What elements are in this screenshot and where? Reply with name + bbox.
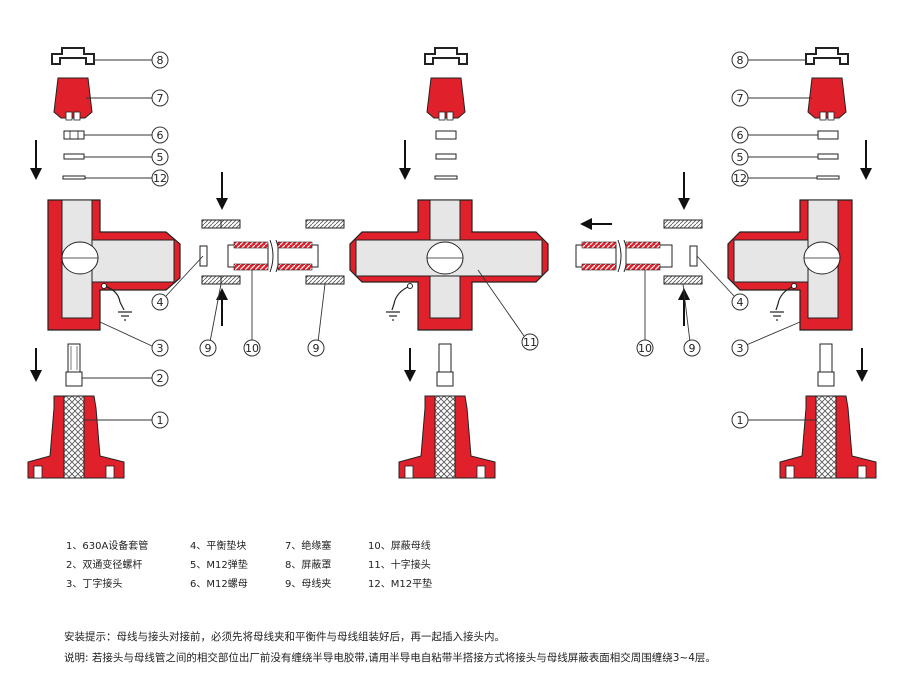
callout-circles: 8 7 6 5 12 3 2 1 4 9 10 9 11 10 9 4 3 8 … bbox=[151, 51, 749, 429]
svg-text:4: 4 bbox=[737, 296, 744, 309]
svg-text:10: 10 bbox=[638, 342, 652, 355]
svg-text:6: 6 bbox=[157, 129, 164, 142]
callout-3-left: 3 bbox=[151, 339, 169, 357]
right-center-parts bbox=[575, 172, 703, 326]
callout-5-right: 5 bbox=[731, 148, 749, 166]
callout-11: 11 bbox=[521, 333, 539, 351]
callout-2-left: 2 bbox=[151, 369, 169, 387]
callout-7-left: 7 bbox=[151, 89, 169, 107]
legend-item: 2、双通变径螺杆 bbox=[66, 560, 143, 571]
callout-8-right: 8 bbox=[731, 51, 749, 69]
callout-12-left: 12 bbox=[151, 169, 169, 187]
assembly-diagram: 8 7 6 5 12 3 2 1 4 9 10 9 11 10 9 4 3 8 … bbox=[27, 47, 877, 479]
svg-text:3: 3 bbox=[157, 342, 164, 355]
svg-text:1: 1 bbox=[157, 414, 164, 427]
legend-item: 11、十字接头 bbox=[368, 560, 431, 571]
callout-4-right: 4 bbox=[731, 293, 749, 311]
legend-item: 8、屏蔽罩 bbox=[285, 560, 332, 571]
legend-row: 1、630A设备套管 4、平衡垫块 7、绝缘塞 10、屏蔽母线 bbox=[66, 537, 586, 556]
callout-12-right: 12 bbox=[731, 169, 749, 187]
legend-item: 5、M12弹垫 bbox=[190, 560, 248, 571]
svg-text:5: 5 bbox=[157, 151, 164, 164]
legend-row: 2、双通变径螺杆 5、M12弹垫 8、屏蔽罩 11、十字接头 bbox=[66, 556, 586, 575]
stud-2 bbox=[67, 343, 81, 373]
svg-text:2: 2 bbox=[157, 372, 164, 385]
callout-9-right: 9 bbox=[683, 339, 701, 357]
balance-pad-4 bbox=[199, 245, 208, 267]
svg-text:9: 9 bbox=[313, 342, 320, 355]
legend-item: 3、丁字接头 bbox=[66, 579, 123, 590]
legend-item: 10、屏蔽母线 bbox=[368, 541, 431, 552]
shield-cap-8 bbox=[51, 47, 95, 65]
install-tip: 安装提示：母线与接头对接前，必须先将母线夹和平衡件与母线组装好后，再一起插入接头… bbox=[64, 631, 505, 643]
svg-text:1: 1 bbox=[737, 414, 744, 427]
insulating-plug-7 bbox=[53, 77, 93, 119]
legend-item: 7、绝缘塞 bbox=[285, 541, 332, 552]
callout-8-left: 8 bbox=[151, 51, 169, 69]
svg-text:10: 10 bbox=[245, 342, 259, 355]
leader-lines bbox=[82, 59, 818, 421]
callout-10-left: 10 bbox=[243, 339, 261, 357]
callout-9b-left: 9 bbox=[307, 339, 325, 357]
svg-text:8: 8 bbox=[737, 54, 744, 67]
callout-6-left: 6 bbox=[151, 126, 169, 144]
svg-text:6: 6 bbox=[737, 129, 744, 142]
legend-item: 12、M12平垫 bbox=[368, 579, 433, 590]
callout-7-right: 7 bbox=[731, 89, 749, 107]
left-center-parts bbox=[199, 172, 345, 326]
callout-9-left: 9 bbox=[199, 339, 217, 357]
legend-item: 4、平衡垫块 bbox=[190, 541, 247, 552]
legend-row: 3、丁字接头 6、M12螺母 9、母线夹 12、M12平垫 bbox=[66, 575, 586, 594]
explanation-note: 说明: 若接头与母线管之间的相交部位出厂前没有缠绕半导电胶带,请用半导电自粘带半… bbox=[64, 652, 716, 664]
legend-item: 9、母线夹 bbox=[285, 579, 332, 590]
svg-text:4: 4 bbox=[157, 296, 164, 309]
notes: 安装提示：母线与接头对接前，必须先将母线夹和平衡件与母线组装好后，再一起插入接头… bbox=[64, 627, 884, 669]
callout-5-left: 5 bbox=[151, 148, 169, 166]
callout-3-right: 3 bbox=[731, 339, 749, 357]
svg-text:9: 9 bbox=[689, 342, 696, 355]
callout-6-right: 6 bbox=[731, 126, 749, 144]
right-assembly bbox=[727, 47, 877, 479]
svg-text:12: 12 bbox=[733, 172, 747, 185]
spring-washer-5 bbox=[63, 153, 85, 160]
callout-1-left: 1 bbox=[151, 411, 169, 429]
svg-text:12: 12 bbox=[153, 172, 167, 185]
svg-text:7: 7 bbox=[157, 92, 164, 105]
svg-text:8: 8 bbox=[157, 54, 164, 67]
callout-1-right: 1 bbox=[731, 411, 749, 429]
legend-item: 6、M12螺母 bbox=[190, 579, 248, 590]
svg-text:5: 5 bbox=[737, 151, 744, 164]
svg-text:9: 9 bbox=[205, 342, 212, 355]
parts-legend: 1、630A设备套管 4、平衡垫块 7、绝缘塞 10、屏蔽母线 2、双通变径螺杆… bbox=[66, 537, 586, 594]
left-assembly bbox=[27, 47, 181, 479]
svg-text:7: 7 bbox=[737, 92, 744, 105]
svg-text:11: 11 bbox=[523, 336, 537, 349]
svg-text:3: 3 bbox=[737, 342, 744, 355]
flat-washer-12 bbox=[62, 175, 86, 180]
legend-item: 1、630A设备套管 bbox=[66, 541, 149, 552]
busbar-clamp-9b-top bbox=[305, 219, 345, 229]
callout-4-left: 4 bbox=[151, 293, 169, 311]
center-assembly bbox=[349, 47, 549, 479]
nut-6 bbox=[63, 130, 85, 140]
callout-10-right: 10 bbox=[636, 339, 654, 357]
